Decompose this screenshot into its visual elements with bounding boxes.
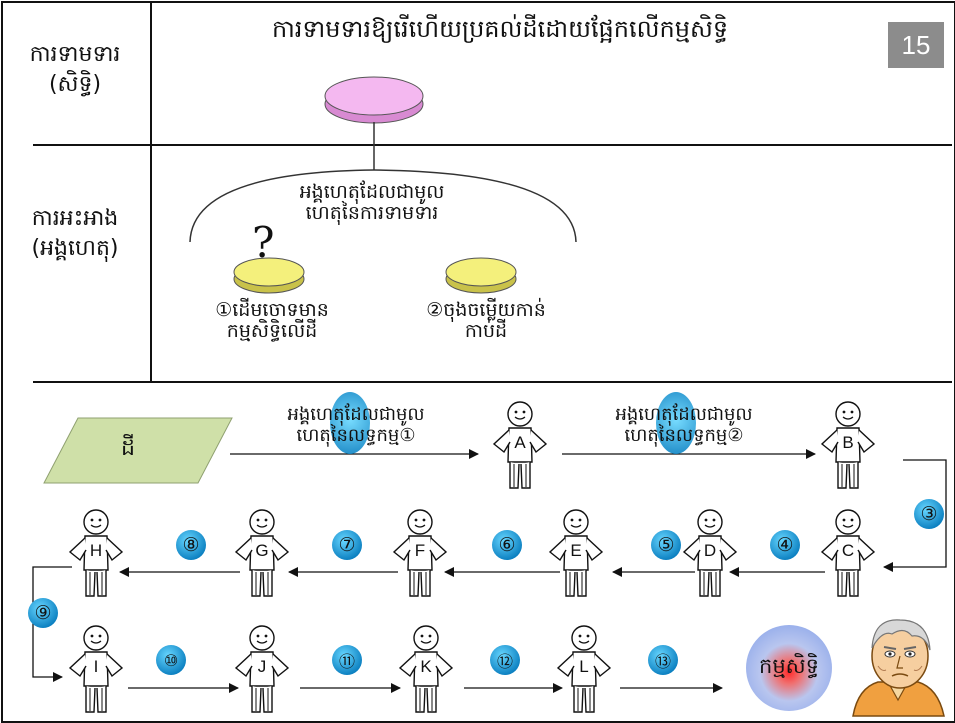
person-c-label: C (841, 541, 855, 560)
page-title: ការទាមទារឱ្យរើហើយប្រគល់ដីដោយផ្អែកលើកម្មស… (271, 15, 729, 43)
step-12: ⑫ (490, 645, 520, 675)
row-divider-2 (33, 381, 952, 383)
defense-label-line1: ការអះអាង (31, 206, 119, 231)
step-3: ③ (914, 499, 944, 529)
land-parcel (43, 417, 233, 484)
step-13: ⑬ (648, 645, 678, 675)
question-mark: ? (252, 218, 275, 267)
step-6: ⑥ (492, 530, 522, 560)
grouping-arc (189, 169, 577, 243)
person-h-label: H (89, 541, 103, 560)
step-4: ④ (770, 530, 800, 560)
fact1-label-line1: ①ដើមចោទមាន (215, 299, 329, 321)
step-5: ⑤ (651, 530, 681, 560)
fact2-label-line2: កាប់ដី (464, 320, 508, 342)
step-10: ⑩ (156, 645, 186, 675)
claim-disc (324, 76, 424, 116)
person-f-label: F (414, 541, 426, 560)
person-e-icon (546, 508, 606, 600)
person-f-icon (390, 508, 450, 600)
transfer2-spot (656, 392, 696, 454)
transfer1-spot (330, 392, 370, 454)
person-g-icon (232, 508, 292, 600)
fact1-label: ①ដើមចោទមាន កម្មសិទ្ធិលើដី (182, 300, 362, 342)
claim-label-line2: (សិទ្ធិ) (48, 72, 102, 97)
row-divider-1 (33, 144, 952, 146)
requirement-heading-line2: ហេតុនៃការទាមទារ (305, 202, 439, 224)
ownership-badge: កម្មសិទ្ធិ (746, 625, 832, 711)
connector-b-to-c (883, 459, 947, 572)
fact2-label-line1: ②ចុងចម្លើយកាន់ (426, 299, 546, 321)
person-b-label: B (842, 433, 854, 452)
transfer1-label-line2: ហេតុនៃលទ្ធកម្ម① (296, 425, 416, 446)
defense-label-line2: (អង្គហេតុ) (31, 236, 119, 261)
transfer2-label: អង្គហេតុដែលជាមូល ហេតុនៃលទ្ធកម្ម② (574, 404, 794, 446)
person-j-label: J (257, 657, 267, 676)
person-d-icon (680, 508, 740, 600)
step-11: ⑪ (332, 645, 362, 675)
fact1-label-line2: កម្មសិទ្ធិលើដី (226, 320, 318, 342)
transfer2-label-line1: អង្គហេតុដែលជាមូល (615, 404, 753, 425)
page-number-badge: 15 (888, 22, 944, 68)
transfer1-label: អង្គហេតុដែលជាមូល ហេតុនៃលទ្ធកម្ម① (246, 404, 466, 446)
transfer2-label-line2: ហេតុនៃលទ្ធកម្ម② (624, 425, 744, 446)
person-k-icon (396, 624, 456, 716)
requirement-heading-line1: អង្គហេតុដែលជាមូល (299, 181, 445, 203)
person-b-icon (818, 400, 878, 492)
person-a-label: A (514, 433, 526, 452)
column-divider (150, 2, 152, 382)
person-l-icon (554, 624, 614, 716)
claim-label: ការទាមទារ (សិទ្ធិ) (10, 40, 140, 100)
requirement-diagram (189, 76, 577, 294)
fact1-disc (233, 257, 305, 287)
person-h-icon (66, 508, 126, 600)
person-c-icon (818, 508, 878, 600)
fact2-disc (445, 257, 517, 287)
transfer1-label-line1: អង្គហេតុដែលជាមូល (287, 404, 425, 425)
step-9: ⑨ (28, 598, 58, 628)
claim-label-line1: ការទាមទារ (29, 42, 121, 67)
person-i-icon (66, 624, 126, 716)
step-8: ⑧ (176, 530, 206, 560)
person-d-label: D (703, 541, 717, 560)
defense-label: ការអះអាង (អង្គហេតុ) (10, 204, 140, 264)
land-label: ដី (121, 436, 135, 461)
person-a-icon (490, 400, 550, 492)
fact2-label: ②ចុងចម្លើយកាន់ កាប់ដី (396, 300, 576, 342)
person-g-label: G (255, 541, 269, 560)
owner-portrait-icon (852, 619, 945, 717)
person-l-label: L (579, 657, 589, 676)
person-i-label: I (93, 657, 99, 676)
person-e-label: E (570, 541, 582, 560)
step-7: ⑦ (332, 530, 362, 560)
person-k-label: K (420, 657, 432, 676)
requirement-heading: អង្គហេតុដែលជាមូល ហេតុនៃការទាមទារ (252, 182, 492, 224)
person-j-icon (232, 624, 292, 716)
